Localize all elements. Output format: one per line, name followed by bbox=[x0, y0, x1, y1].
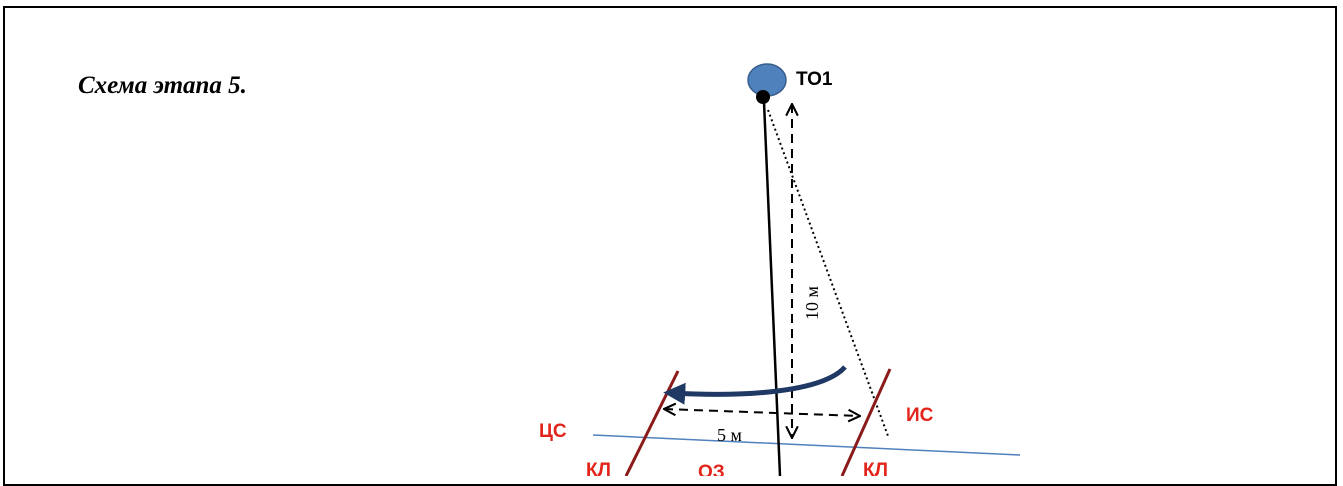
stage-scheme: ТО1 10 м 5 м ЦС ИС КЛ КЛ ОЗ bbox=[539, 63, 1021, 476]
right-boundary-line bbox=[840, 368, 892, 476]
right-line-label: КЛ bbox=[863, 460, 888, 476]
vertical-distance-label: 10 м bbox=[802, 286, 822, 320]
target-marker bbox=[747, 63, 787, 97]
left-boundary-line bbox=[624, 370, 680, 476]
diagram-title: Схема этапа 5. bbox=[78, 72, 247, 99]
horizontal-distance-arrow bbox=[664, 409, 860, 416]
movement-arrow bbox=[663, 365, 847, 405]
ground-line bbox=[592, 434, 1021, 456]
line-of-fire bbox=[762, 101, 782, 476]
horizontal-distance-label: 5 м bbox=[717, 425, 742, 445]
left-line-label: КЛ bbox=[586, 460, 611, 476]
right-sector-label: ИС bbox=[906, 405, 934, 426]
target-label: ТО1 bbox=[796, 69, 833, 90]
dotted-limit-line bbox=[767, 109, 889, 437]
center-bottom-label: ОЗ bbox=[698, 462, 725, 476]
left-sector-label: ЦС bbox=[539, 421, 567, 442]
shooter-point bbox=[756, 90, 770, 104]
